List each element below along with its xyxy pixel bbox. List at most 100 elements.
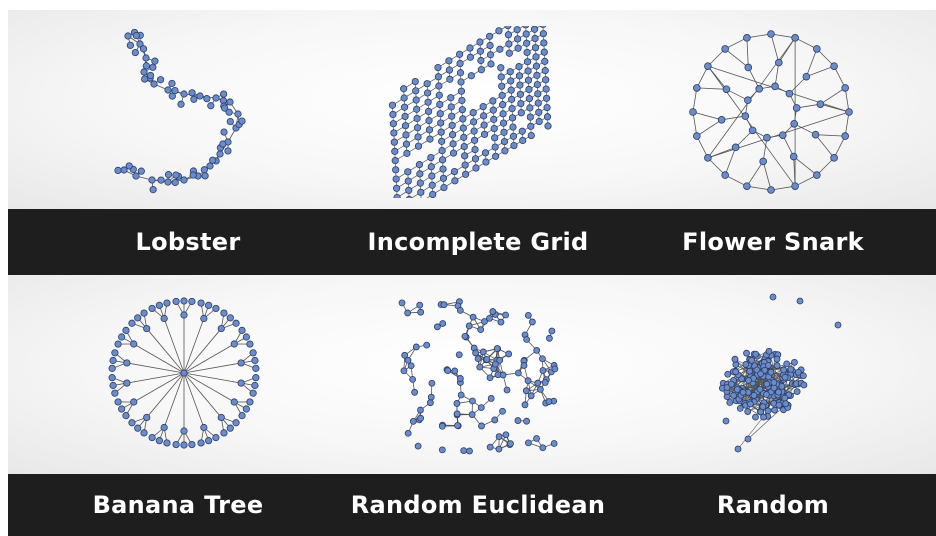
graph-node — [467, 72, 475, 80]
graph-node — [540, 48, 548, 56]
graph-node — [156, 76, 165, 84]
graph-node — [528, 318, 536, 326]
graph-node — [482, 158, 490, 166]
graph-edge — [724, 37, 748, 50]
graph-edge — [133, 343, 185, 374]
graph-node — [744, 435, 752, 443]
graph-node — [140, 68, 148, 76]
graph-node — [792, 104, 801, 112]
graph-node — [527, 392, 535, 400]
graph-node — [491, 143, 499, 151]
graph-node — [122, 326, 130, 334]
graph-node — [489, 106, 497, 114]
graph-edge — [707, 37, 796, 159]
graph-node — [132, 31, 140, 40]
graph-node — [457, 87, 466, 95]
graph-node — [472, 164, 480, 172]
graph-node — [480, 112, 488, 120]
graph-edge — [724, 147, 737, 176]
graph-node — [398, 299, 406, 307]
graph-node — [507, 86, 515, 94]
graph-node — [409, 418, 417, 425]
graph-edge — [696, 65, 709, 89]
graph-node — [505, 40, 513, 48]
graph-node — [164, 171, 173, 179]
graph-node — [392, 175, 400, 183]
graph-node — [476, 363, 484, 371]
graph-node — [507, 440, 514, 448]
graph-node — [456, 69, 465, 77]
graph-node — [109, 381, 117, 390]
graph-edge — [696, 135, 709, 159]
graph-node — [417, 414, 425, 422]
graph-node — [743, 182, 751, 190]
graph-node — [746, 367, 754, 375]
graph-node — [541, 379, 549, 386]
graph-edge — [724, 174, 748, 187]
graph-node — [423, 80, 431, 88]
graph-node — [693, 132, 701, 140]
graph-node — [721, 45, 729, 53]
graph-node — [794, 368, 802, 376]
graph-node — [123, 379, 131, 387]
graph-node — [428, 379, 436, 387]
graph-node — [118, 333, 126, 341]
graph-node — [508, 114, 517, 122]
graph-node — [417, 308, 425, 316]
graph-node — [479, 103, 487, 111]
graph-node — [497, 64, 505, 72]
graph-node — [486, 443, 494, 451]
graph-node — [246, 340, 254, 348]
graph-node — [773, 355, 781, 363]
graph-node — [543, 113, 552, 121]
graph-edge — [146, 328, 185, 374]
graph-node — [124, 32, 132, 40]
graph-node — [440, 183, 448, 192]
graph-node — [767, 30, 775, 38]
graph-node — [764, 361, 772, 369]
graph-node — [427, 163, 435, 171]
graph-node — [453, 410, 461, 418]
graph-node — [541, 57, 549, 65]
graph-node — [532, 53, 540, 61]
graph-node — [539, 355, 546, 363]
graph-node — [524, 377, 532, 385]
graph-node — [490, 125, 498, 133]
graph-node — [497, 318, 505, 326]
graph-edge — [746, 185, 772, 191]
graph-node — [525, 85, 533, 94]
graph-node — [521, 401, 529, 409]
graph-node — [455, 351, 463, 359]
graph-node — [704, 154, 712, 162]
graph-node — [789, 152, 798, 161]
graph-node — [525, 95, 534, 103]
graph-node — [230, 398, 238, 406]
graph-node — [515, 72, 524, 80]
graph-node — [477, 326, 485, 334]
graph-node — [180, 427, 188, 435]
graph-node — [779, 131, 787, 139]
graph-node — [249, 349, 257, 357]
graph-node — [459, 115, 467, 123]
top-graph-panel — [8, 10, 936, 209]
graph-node — [428, 172, 436, 180]
graph-node — [149, 63, 157, 71]
graph-node — [487, 395, 495, 402]
graph-node — [238, 326, 246, 334]
graph-node — [460, 447, 468, 454]
graph-node — [775, 401, 783, 409]
graph-node — [216, 150, 224, 158]
graph-node — [413, 114, 421, 123]
flower-snark-graph — [685, 26, 857, 198]
graph-node — [509, 132, 518, 140]
graph-node — [171, 86, 179, 95]
graph-node — [454, 422, 461, 429]
graph-node — [775, 388, 782, 396]
graph-node — [450, 167, 459, 176]
graph-node — [417, 406, 424, 414]
graph-node — [164, 178, 172, 186]
graph-node — [728, 380, 735, 388]
graph-node — [767, 368, 775, 376]
graph-node — [771, 406, 778, 414]
graph-node — [537, 385, 544, 393]
